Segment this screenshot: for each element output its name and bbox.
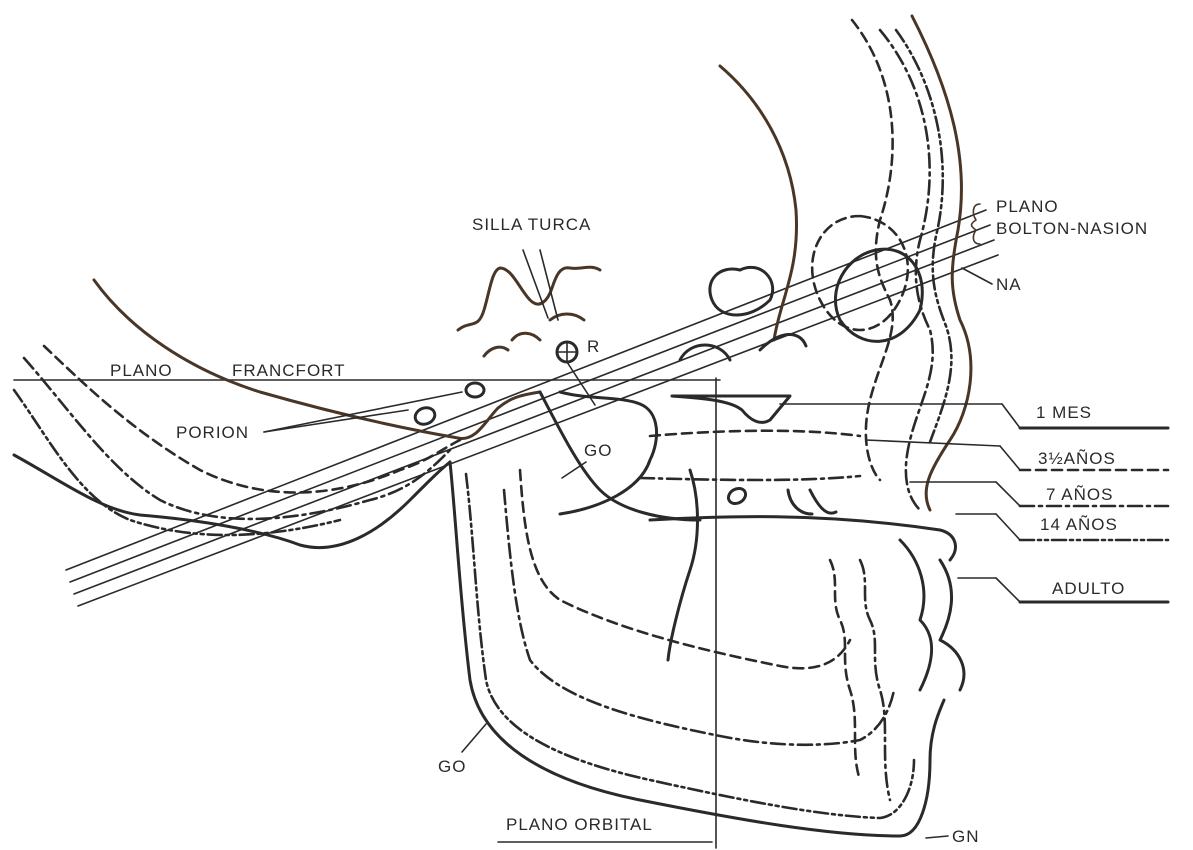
svg-text:NA: NA	[996, 275, 1022, 294]
sella-turcica-shapes	[458, 250, 600, 405]
bolton-nasion-planes	[66, 210, 998, 606]
maxilla-shapes	[540, 392, 955, 660]
mandible-7-years-outline	[504, 490, 894, 745]
cranial-base-outline	[94, 280, 540, 438]
svg-text:GN: GN	[952, 827, 980, 846]
legend-item-7-anos: 7 AÑOS	[910, 482, 1168, 506]
svg-text:GO: GO	[438, 757, 466, 776]
plano-francfort-label: PLANO FRANCFORT	[110, 361, 346, 380]
svg-text:GO: GO	[584, 441, 612, 460]
mandible-3-years-outline	[520, 470, 850, 668]
svg-text:PLANO ORBITAL: PLANO ORBITAL	[506, 815, 653, 834]
svg-text:PLANO: PLANO	[996, 197, 1059, 216]
plano-bolton-label: PLANO BOLTON-NASION	[972, 197, 1149, 244]
r-label: R	[587, 337, 600, 356]
orbit-outlines	[680, 216, 922, 360]
go-lower-label: GO	[438, 724, 486, 776]
svg-text:14 AÑOS: 14 AÑOS	[1040, 515, 1118, 534]
legend: 1 MES 3½AÑOS 7 AÑOS 14 AÑOS ADULTO	[780, 403, 1168, 602]
svg-text:ADULTO: ADULTO	[1052, 579, 1125, 598]
gn-label: GN	[926, 827, 980, 846]
svg-text:7 AÑOS: 7 AÑOS	[1046, 485, 1113, 504]
legend-item-adulto: ADULTO	[958, 578, 1168, 602]
svg-text:R: R	[587, 337, 600, 356]
silla-turca-label: SILLA TURCA	[472, 215, 591, 234]
svg-text:SILLA TURCA: SILLA TURCA	[472, 215, 591, 234]
legend-item-14-anos: 14 AÑOS	[956, 514, 1168, 540]
dentition-and-chin	[788, 490, 964, 800]
svg-text:3½AÑOS: 3½AÑOS	[1038, 449, 1116, 468]
porion-markers	[264, 383, 484, 432]
porion-label: PORION	[176, 423, 249, 442]
plano-orbital-label: PLANO ORBITAL	[498, 815, 712, 842]
svg-text:BOLTON-NASION: BOLTON-NASION	[996, 219, 1148, 238]
na-label: NA	[962, 268, 1022, 294]
facial-profile-curves	[720, 16, 971, 510]
legend-item-1-mes: 1 MES	[780, 403, 1168, 428]
legend-item-3-anos: 3½AÑOS	[866, 440, 1168, 470]
svg-text:PORION: PORION	[176, 423, 249, 442]
svg-text:FRANCFORT: FRANCFORT	[232, 361, 346, 380]
svg-text:1 MES: 1 MES	[1036, 403, 1092, 422]
svg-text:PLANO: PLANO	[110, 361, 173, 380]
